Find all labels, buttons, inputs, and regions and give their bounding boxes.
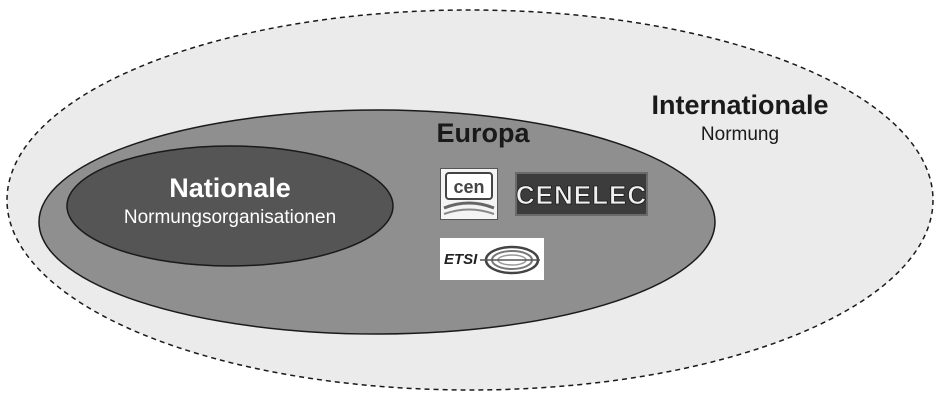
international-subtitle: Normung [700,124,780,145]
national-subtitle: Normungsorganisationen [123,207,337,228]
international-title: Internationale [651,90,829,120]
svg-text:CENELEC: CENELEC [516,180,647,210]
national-title: Nationale [169,173,291,203]
svg-text:cen: cen [453,177,484,197]
cenelec-logo: CENELEC [515,172,648,216]
svg-text:ETSI: ETSI [444,251,478,268]
national-ellipse [66,145,394,267]
europe-title: Europa [436,118,530,148]
international-label: Internationale Normung [640,90,840,145]
cen-logo: cen [440,168,498,220]
etsi-logo: ETSI [440,238,544,280]
national-label: Nationale Normungsorganisationen [85,173,375,228]
